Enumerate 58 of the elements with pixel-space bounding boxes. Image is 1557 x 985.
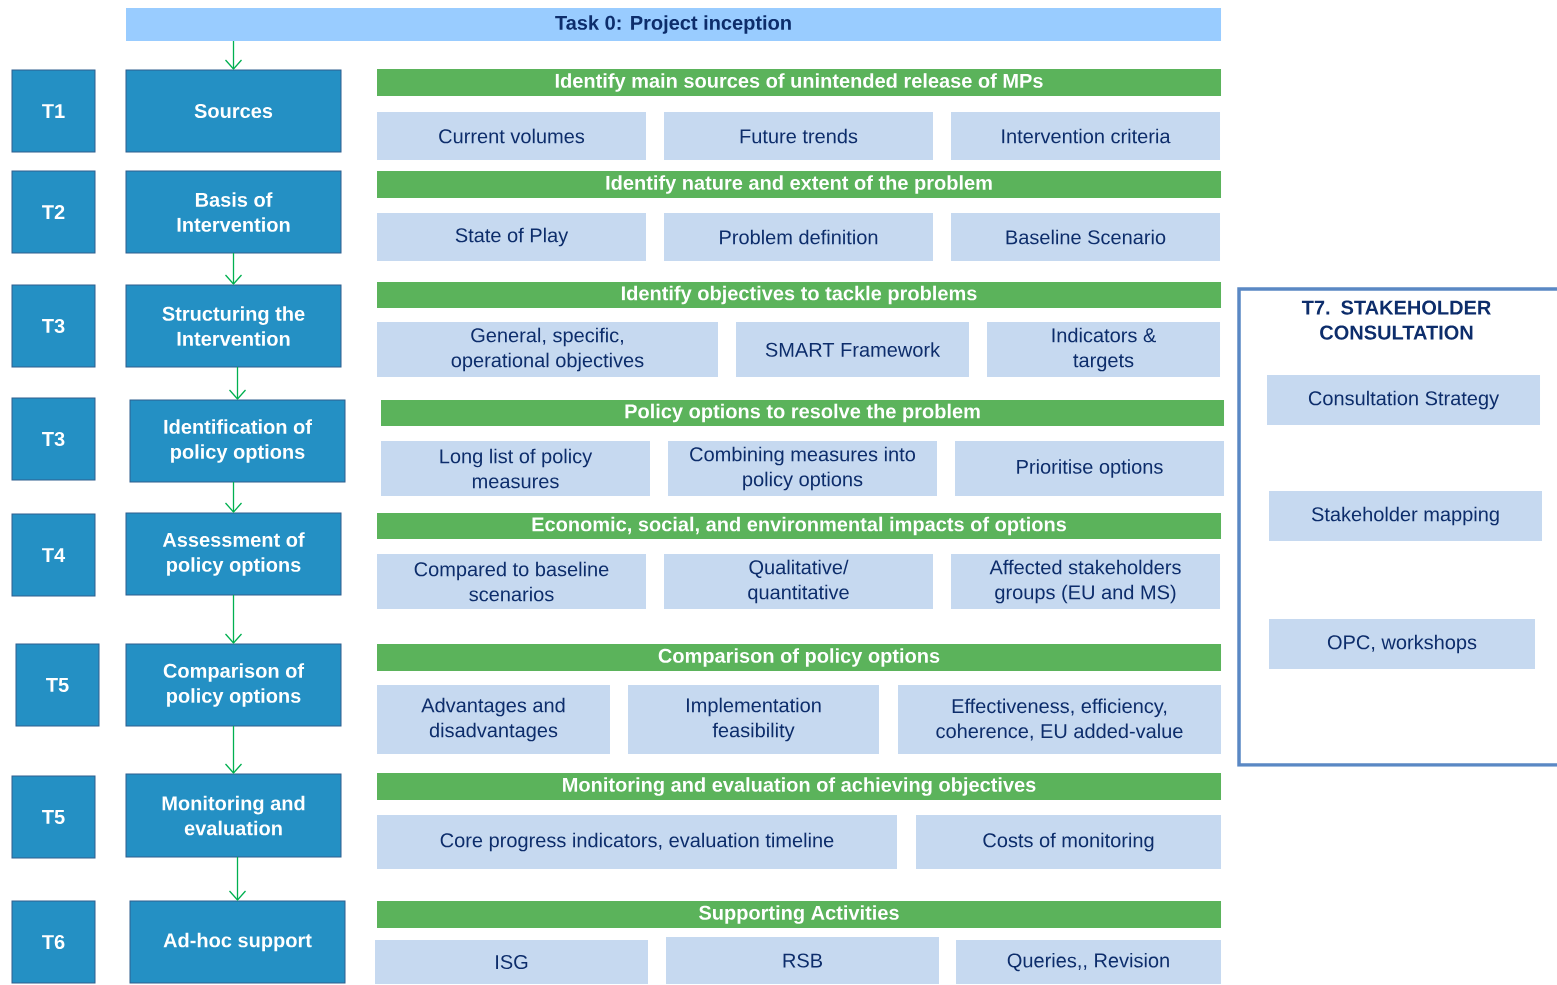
activity-box: Stakeholder mapping bbox=[1269, 491, 1542, 541]
activity-box: Combining measures into policy options bbox=[668, 441, 937, 496]
task-number-box: T4 bbox=[11, 513, 96, 597]
activity-box: General, specific, operational objectives bbox=[377, 322, 718, 377]
activity-box: Consultation Strategy bbox=[1267, 375, 1540, 425]
task-box: Basis of Intervention bbox=[125, 170, 342, 254]
heading-bar: Supporting Activities bbox=[377, 901, 1221, 928]
arrow bbox=[228, 856, 247, 901]
activity-box: Intervention criteria bbox=[951, 112, 1220, 160]
activity-box: Long list of policy measures bbox=[381, 441, 650, 496]
activity-box: Prioritise options bbox=[955, 441, 1224, 496]
activity-box: Current volumes bbox=[377, 112, 646, 160]
task-number-box: T5 bbox=[11, 775, 96, 859]
activity-box: Qualitative/ quantitative bbox=[664, 554, 933, 609]
task-box: Structuring the Intervention bbox=[125, 284, 342, 368]
activity-box: Future trends bbox=[664, 112, 933, 160]
activity-box: ISG bbox=[375, 940, 648, 984]
arrow bbox=[224, 252, 243, 285]
task-number-box: T3 bbox=[11, 284, 96, 368]
arrow bbox=[224, 481, 243, 513]
task-number-box: T6 bbox=[11, 900, 96, 984]
heading-bar: Comparison of policy options bbox=[377, 644, 1221, 671]
task-number-box: T2 bbox=[11, 170, 96, 254]
task-number-box: T5 bbox=[15, 643, 100, 727]
activity-box: Problem definition bbox=[664, 213, 933, 261]
task-box: Comparison of policy options bbox=[125, 643, 342, 727]
task-box: Monitoring and evaluation bbox=[125, 773, 342, 858]
arrow bbox=[224, 594, 243, 644]
heading-bar: Identify main sources of unintended release of MPs bbox=[377, 69, 1221, 96]
activity-box: Affected stakeholders groups (EU and MS) bbox=[951, 554, 1220, 609]
heading-bar: Policy options to resolve the problem bbox=[381, 400, 1224, 426]
arrow bbox=[224, 725, 243, 774]
activity-box: RSB bbox=[666, 937, 939, 984]
task-box: Identification of policy options bbox=[129, 399, 346, 483]
activity-box: Advantages and disadvantages bbox=[377, 685, 610, 754]
activity-box: Compared to baseline scenarios bbox=[377, 554, 646, 609]
heading-bar: Monitoring and evaluation of achieving objectives bbox=[377, 773, 1221, 800]
task-box: Assessment of policy options bbox=[125, 512, 342, 596]
task-box: Sources bbox=[125, 69, 342, 153]
heading-bar: Economic, social, and environmental impacts of options bbox=[377, 513, 1221, 539]
activity-box: SMART Framework bbox=[736, 322, 969, 377]
arrow bbox=[228, 366, 247, 400]
arrow bbox=[224, 40, 243, 70]
activity-box: State of Play bbox=[377, 213, 646, 261]
activity-box: Indicators & targets bbox=[987, 322, 1220, 377]
task-number-box: T3 bbox=[11, 397, 96, 481]
heading-bar: Identify nature and extent of the problem bbox=[377, 171, 1221, 198]
title-bar: Task 0: Project inception bbox=[126, 8, 1221, 41]
activity-box: OPC, workshops bbox=[1269, 619, 1535, 669]
activity-box: Implementation feasibility bbox=[628, 685, 879, 754]
heading-bar: Identify objectives to tackle problems bbox=[377, 282, 1221, 308]
activity-box: Costs of monitoring bbox=[916, 815, 1221, 869]
activity-box: Effectiveness, efficiency, coherence, EU added-value bbox=[898, 685, 1221, 754]
activity-box: Core progress indicators, evaluation timeline bbox=[377, 815, 897, 869]
activity-box: Queries,, Revision bbox=[956, 940, 1221, 984]
task-number-box: T1 bbox=[11, 69, 96, 153]
activity-box: Baseline Scenario bbox=[951, 213, 1220, 261]
task-box: Ad-hoc support bbox=[129, 900, 346, 984]
